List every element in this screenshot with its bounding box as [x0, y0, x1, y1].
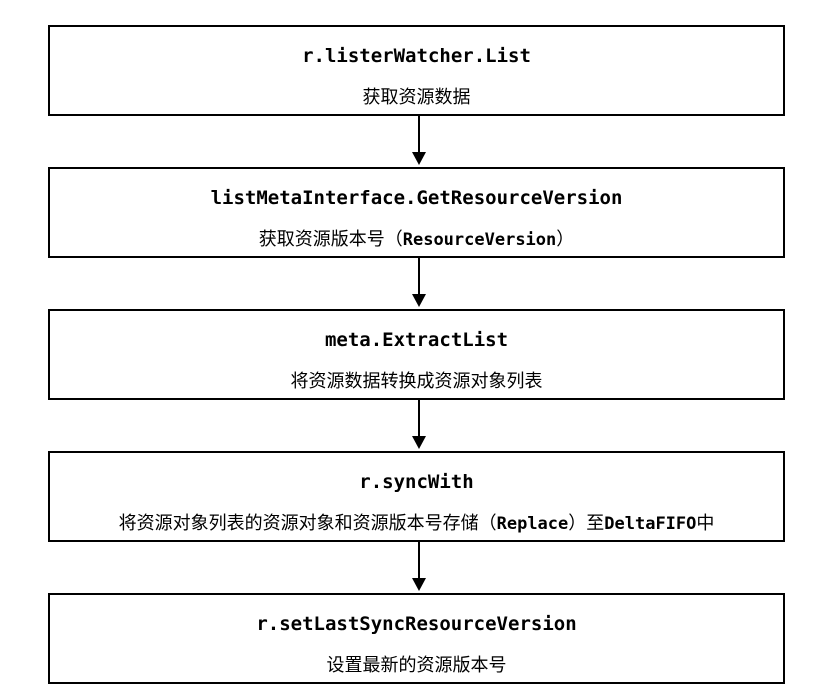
desc-code-deltafifo: DeltaFIFO — [604, 514, 697, 534]
step-extract-list-description: 将资源数据转换成资源对象列表 — [290, 371, 543, 392]
step-set-last-sync-description: 设置最新的资源版本号 — [326, 655, 507, 676]
arrow-step3-to-step4 — [412, 400, 426, 449]
step-extract-list-function: meta.ExtractList — [324, 329, 509, 351]
step-set-last-sync-function: r.setLastSyncResourceVersion — [256, 613, 577, 635]
desc-text-pre: 获取资源版本号（ — [258, 229, 403, 250]
desc-code-resourceversion: ResourceVersion — [402, 230, 557, 250]
step-set-last-sync-box: r.setLastSyncResourceVersion 设置最新的资源版本号 — [48, 593, 785, 684]
step-list-box: r.listerWatcher.List 获取资源数据 — [48, 25, 785, 116]
arrow-step4-to-step5 — [412, 542, 426, 591]
arrow-step1-to-step2 — [412, 116, 426, 165]
desc-text-post: 中 — [696, 513, 715, 534]
step-get-resource-version-box: listMetaInterface.GetResourceVersion 获取资… — [48, 167, 785, 258]
step-get-resource-version-function: listMetaInterface.GetResourceVersion — [210, 187, 623, 209]
step-sync-with-function: r.syncWith — [359, 471, 474, 493]
desc-text-post: ） — [556, 229, 575, 250]
step-list-function: r.listerWatcher.List — [302, 45, 531, 67]
step-get-resource-version-description: 获取资源版本号（ResourceVersion） — [50, 225, 783, 251]
step-extract-list-box: meta.ExtractList 将资源数据转换成资源对象列表 — [48, 309, 785, 400]
desc-code-replace: Replace — [496, 514, 569, 534]
step-sync-with-description: 将资源对象列表的资源对象和资源版本号存储（Replace）至DeltaFIFO中 — [50, 509, 783, 535]
step-list-description: 获取资源数据 — [362, 87, 471, 108]
desc-text-pre: 将资源对象列表的资源对象和资源版本号存储（ — [118, 513, 497, 534]
step-sync-with-box: r.syncWith 将资源对象列表的资源对象和资源版本号存储（Replace）… — [48, 451, 785, 542]
arrow-step2-to-step3 — [412, 258, 426, 307]
desc-text-mid: ）至 — [568, 513, 605, 534]
